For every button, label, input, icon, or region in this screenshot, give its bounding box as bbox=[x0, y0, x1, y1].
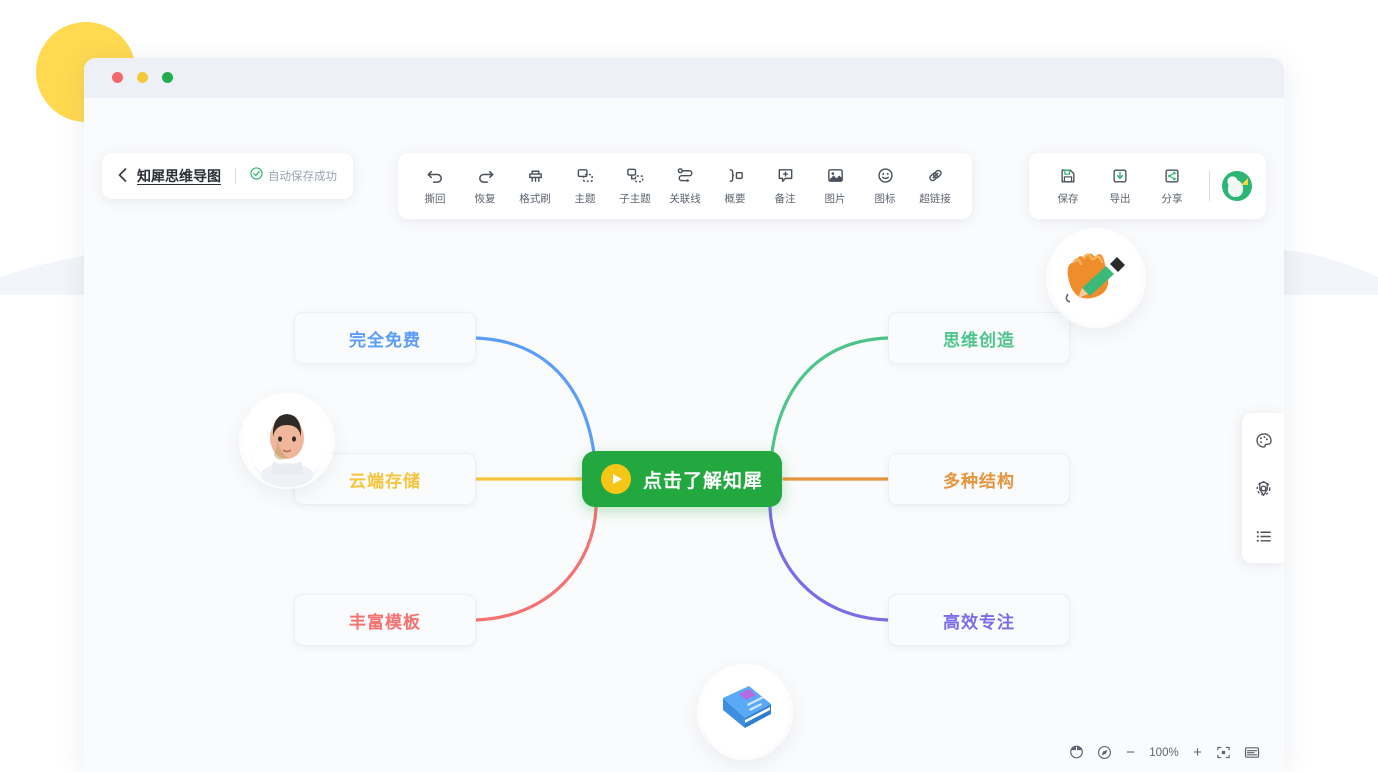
tool-label: 超链接 bbox=[919, 193, 951, 205]
node-label: 完全免费 bbox=[349, 330, 421, 350]
node-label: 云端存储 bbox=[349, 471, 421, 491]
note-icon bbox=[776, 166, 795, 185]
window-titlebar bbox=[84, 58, 1284, 98]
autosave-label: 自动保存成功 bbox=[268, 171, 337, 183]
back-icon[interactable] bbox=[118, 167, 127, 185]
mindmap-node-fengfumuban[interactable]: 丰富模板 bbox=[294, 594, 476, 646]
zoom-out-button[interactable]: − bbox=[1126, 744, 1135, 761]
redo-icon bbox=[476, 166, 495, 185]
zoom-in-button[interactable]: + bbox=[1193, 744, 1202, 761]
tool-hyperlink[interactable]: 超链接 bbox=[910, 160, 960, 212]
export-icon bbox=[1111, 167, 1129, 185]
check-circle-icon bbox=[250, 167, 263, 185]
tool-label: 格式刷 bbox=[519, 193, 551, 205]
edge-purple bbox=[768, 506, 890, 622]
tool-label: 图片 bbox=[824, 193, 846, 205]
tool-undo[interactable]: 撕回 bbox=[410, 160, 460, 212]
export-button[interactable]: 导出 bbox=[1095, 160, 1145, 212]
center-node-label: 点击了解知犀 bbox=[642, 470, 763, 492]
edge-red bbox=[474, 506, 598, 622]
window-controls bbox=[112, 72, 173, 83]
node-label: 高效专注 bbox=[943, 612, 1015, 632]
tool-subtopic[interactable]: 子主题 bbox=[610, 160, 660, 212]
mindmap-node-gaoxiaozhuanzhu[interactable]: 高效专注 bbox=[888, 594, 1070, 646]
tool-format-brush[interactable]: 格式刷 bbox=[510, 160, 560, 212]
undo-icon bbox=[426, 166, 445, 185]
tool-label: 保存 bbox=[1057, 192, 1079, 205]
mindmap-edges bbox=[474, 336, 890, 622]
tool-relation-line[interactable]: 关联线 bbox=[660, 160, 710, 212]
topic-icon bbox=[576, 166, 595, 185]
hand-with-pencil-illustration bbox=[1046, 228, 1146, 328]
tool-label: 概要 bbox=[724, 193, 746, 205]
tool-redo[interactable]: 恢复 bbox=[460, 160, 510, 212]
node-label: 丰富模板 bbox=[349, 612, 421, 632]
palette-icon[interactable] bbox=[1250, 427, 1276, 453]
tool-summary[interactable]: 概要 bbox=[710, 160, 760, 212]
relation-line-icon bbox=[676, 166, 695, 185]
fit-screen-icon[interactable] bbox=[1216, 745, 1231, 760]
zoom-level-label: 100% bbox=[1149, 746, 1179, 759]
subtopic-icon bbox=[626, 166, 645, 185]
mouse-mode-icon[interactable] bbox=[1069, 745, 1084, 760]
minimap-icon[interactable] bbox=[1244, 745, 1260, 760]
node-label: 思维创造 bbox=[943, 330, 1015, 350]
image-icon bbox=[826, 166, 845, 185]
mindmap-node-duozhongjiegou[interactable]: 多种结构 bbox=[888, 453, 1070, 505]
outline-icon[interactable] bbox=[1250, 523, 1276, 549]
blue-book-illustration bbox=[697, 664, 793, 760]
divider bbox=[235, 168, 236, 184]
tool-note[interactable]: 备注 bbox=[760, 160, 810, 212]
tool-label: 主题 bbox=[574, 193, 596, 205]
rhino-avatar-logo[interactable] bbox=[1222, 171, 1252, 201]
play-icon bbox=[600, 464, 631, 494]
summary-icon bbox=[726, 166, 745, 185]
node-label: 多种结构 bbox=[943, 471, 1015, 491]
save-icon bbox=[1059, 167, 1077, 185]
person-avatar-illustration bbox=[239, 393, 335, 489]
mindmap-node-siweichuangzao[interactable]: 思维创造 bbox=[888, 312, 1070, 364]
document-title[interactable]: 知犀思维导图 bbox=[137, 168, 221, 184]
format-brush-icon bbox=[526, 166, 545, 185]
action-toolbar: 保存 导出 bbox=[1029, 153, 1266, 219]
mindmap-root: 点击了解知犀 完全免费 云端存储 丰富模板 思维创造 多种结构 bbox=[84, 98, 1284, 772]
zoom-toolbar: − 100% + bbox=[1069, 745, 1260, 760]
hyperlink-icon bbox=[926, 166, 945, 185]
divider bbox=[1209, 171, 1210, 201]
autosave-status: 自动保存成功 bbox=[250, 167, 337, 185]
tool-label: 分享 bbox=[1161, 192, 1183, 205]
close-dot[interactable] bbox=[112, 72, 123, 83]
edge-blue bbox=[474, 336, 598, 481]
tool-label: 关联线 bbox=[669, 193, 701, 205]
tool-label: 图标 bbox=[874, 193, 896, 205]
mindmap-center-node[interactable]: 点击了解知犀 bbox=[582, 451, 782, 507]
mindmap-canvas[interactable]: 点击了解知犀 完全免费 云端存储 丰富模板 思维创造 多种结构 bbox=[84, 98, 1284, 772]
tool-image[interactable]: 图片 bbox=[810, 160, 860, 212]
tool-label: 导出 bbox=[1109, 192, 1131, 205]
maximize-dot[interactable] bbox=[162, 72, 173, 83]
tool-label: 恢复 bbox=[474, 193, 496, 205]
tool-topic[interactable]: 主题 bbox=[560, 160, 610, 212]
share-icon bbox=[1163, 167, 1181, 185]
right-side-dock bbox=[1242, 413, 1284, 563]
tool-label: 撕回 bbox=[424, 193, 446, 205]
app-window: 点击了解知犀 完全免费 云端存储 丰富模板 思维创造 多种结构 bbox=[84, 58, 1284, 772]
tool-label: 备注 bbox=[774, 193, 796, 205]
document-bar: 知犀思维导图 自动保存成功 bbox=[102, 153, 353, 199]
emoji-icon bbox=[876, 166, 895, 185]
main-toolbar: 撕回 恢复 格式刷 bbox=[398, 153, 972, 219]
tool-emoji[interactable]: 图标 bbox=[860, 160, 910, 212]
locate-center-icon[interactable] bbox=[1097, 745, 1112, 760]
gear-icon[interactable] bbox=[1250, 475, 1276, 501]
share-button[interactable]: 分享 bbox=[1147, 160, 1197, 212]
tool-label: 子主题 bbox=[619, 193, 651, 205]
mindmap-node-wanquanmianfei[interactable]: 完全免费 bbox=[294, 312, 476, 364]
edge-green bbox=[768, 336, 890, 481]
save-button[interactable]: 保存 bbox=[1043, 160, 1093, 212]
minimize-dot[interactable] bbox=[137, 72, 148, 83]
